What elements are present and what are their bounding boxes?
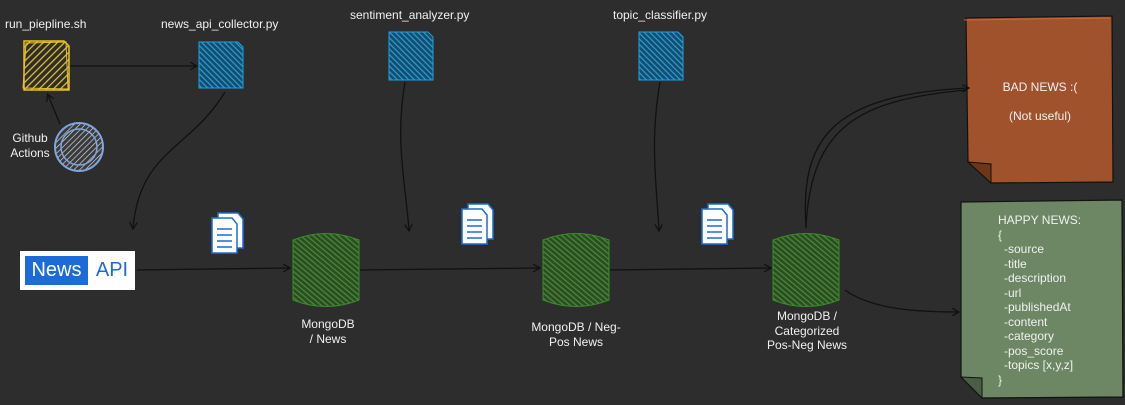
arrow-mongo-to-mongo2 bbox=[359, 268, 539, 270]
sentiment-analyzer-script-icon bbox=[388, 31, 434, 81]
news-api-collector-script-icon bbox=[198, 41, 244, 89]
happy-news-field: -source bbox=[1004, 242, 1045, 256]
topic-classifier-label: topic_classifier.py bbox=[613, 8, 708, 22]
arrow-mongo3-to-happy bbox=[844, 289, 958, 312]
arrow-sentiment-to-line bbox=[400, 81, 409, 230]
arrow-collector-to-newsapi bbox=[133, 91, 226, 228]
happy-news-field: -publishedAt bbox=[1004, 300, 1071, 314]
mongodb-news-label-line2: / News bbox=[309, 331, 347, 346]
happy-news-field: -category bbox=[1004, 329, 1055, 343]
happy-news-text: HAPPY NEWS: { -source -title -descriptio… bbox=[998, 213, 1081, 387]
topic-classifier-script-icon bbox=[638, 31, 684, 81]
mongodb-news-label: MongoDB / News bbox=[288, 317, 368, 346]
bad-news-line1: BAD NEWS :( bbox=[1002, 80, 1078, 94]
github-actions-label-line1: Github bbox=[12, 131, 48, 145]
arrow-mongo3-to-bad bbox=[804, 88, 968, 229]
mongodb-news-label-line1: MongoDB bbox=[301, 317, 355, 331]
documents-icon-3 bbox=[701, 203, 734, 245]
github-actions-icon bbox=[54, 122, 104, 172]
happy-news-field: -url bbox=[1004, 285, 1022, 300]
happy-news-field: -topics [x,y,z] bbox=[1004, 358, 1074, 372]
run-pipeline-label: run_piepline.sh bbox=[5, 17, 87, 31]
github-actions-label: Github Actions bbox=[4, 131, 56, 160]
github-actions-label-line2: Actions bbox=[10, 145, 50, 160]
newsapi-logo: News API bbox=[20, 251, 135, 290]
mongodb-negpos-label-line2: Pos News bbox=[548, 334, 604, 349]
arrow-mongo2-to-mongo3 bbox=[609, 268, 770, 270]
happy-news-note bbox=[959, 199, 1124, 400]
bad-news-note bbox=[963, 15, 1114, 185]
arrow-github-to-run bbox=[48, 95, 61, 125]
mongodb-categorized-icon bbox=[772, 233, 840, 307]
bad-news-text: BAD NEWS :( (Not useful) bbox=[985, 80, 1095, 123]
documents-icon-1 bbox=[211, 212, 244, 254]
mongodb-categorized-label-line3: Pos-Neg News bbox=[766, 338, 848, 352]
happy-news-fields: -source -title -description -url -publis… bbox=[998, 242, 1081, 373]
happy-news-title: HAPPY NEWS: bbox=[998, 213, 1082, 227]
happy-news-close-brace: } bbox=[998, 372, 1003, 387]
mongodb-categorized-label-line1: MongoDB / bbox=[776, 309, 838, 323]
bad-news-line2: (Not useful) bbox=[1008, 108, 1072, 123]
arrow-newsapi-to-mongo bbox=[136, 268, 289, 270]
mongodb-negpos-label-line1: MongoDB / Neg- bbox=[531, 320, 621, 334]
newsapi-logo-news: News bbox=[25, 256, 88, 285]
mongodb-categorized-label: MongoDB / Categorized Pos-Neg News bbox=[757, 309, 857, 353]
mongodb-negpos-label: MongoDB / Neg- Pos News bbox=[526, 320, 626, 349]
happy-news-field: -pos_score bbox=[1004, 343, 1064, 358]
arrow-mongo3-to-bad-2 bbox=[805, 89, 967, 226]
happy-news-field: -content bbox=[1004, 314, 1048, 329]
mongodb-news-icon bbox=[292, 233, 360, 307]
happy-news-open-brace: { bbox=[998, 227, 1003, 242]
happy-news-field: -title bbox=[1004, 256, 1027, 271]
documents-icon-2 bbox=[461, 203, 494, 245]
connectors bbox=[48, 66, 968, 312]
run-pipeline-script-icon bbox=[22, 40, 70, 91]
news-api-collector-label: news_api_collector.py bbox=[161, 17, 279, 31]
arrow-topic-to-line bbox=[653, 81, 660, 230]
happy-news-field: -description bbox=[1004, 271, 1067, 285]
mongodb-negpos-icon bbox=[542, 233, 610, 307]
mongodb-categorized-label-line2: Categorized bbox=[774, 323, 840, 338]
sentiment-analyzer-label: sentiment_analyzer.py bbox=[350, 8, 470, 22]
newsapi-logo-api: API bbox=[92, 256, 132, 285]
